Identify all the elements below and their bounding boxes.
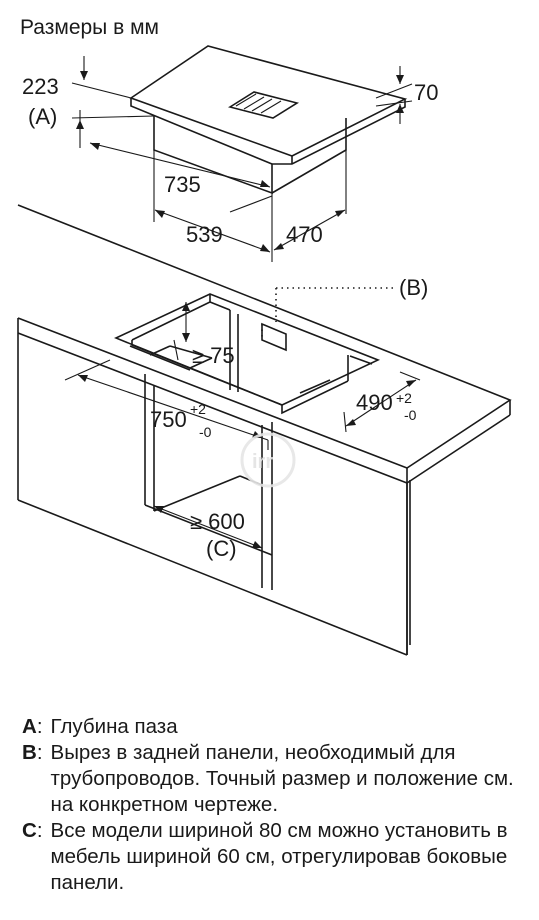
hob-dimensions (71, 56, 413, 262)
diagram-svg: Размеры в мм (17, 16, 512, 656)
legend-item-a: A: Глубина паза (22, 714, 532, 740)
legend-key-c: C (22, 819, 37, 842)
dim-490-sub: -0 (404, 407, 417, 423)
dim-470-label: 470 (286, 222, 323, 247)
legend: A: Глубина паза B: Вырез в задней панели… (22, 714, 532, 896)
dim-539-label: 539 (186, 222, 223, 247)
dim-600-label: ≥ 600 (190, 509, 245, 534)
dim-750-sub: -0 (199, 424, 212, 440)
dim-a-label: (A) (28, 104, 57, 129)
dim-750-sup: +2 (190, 401, 206, 417)
dim-223-label: 223 (22, 74, 59, 99)
legend-item-b: B: Вырез в задней панели, необходимый дл… (22, 740, 532, 818)
diagram-title: Размеры в мм (20, 16, 159, 39)
dim-490-sup: +2 (396, 390, 412, 406)
legend-key-a: A (22, 715, 37, 738)
legend-text-b: Вырез в задней панели, необходимый для т… (50, 741, 514, 816)
dim-490-label: 490 (356, 390, 393, 415)
dim-75-label: ≥ 75 (192, 343, 235, 368)
legend-text-c: Все модели шириной 80 см можно установит… (50, 819, 508, 894)
cabinet-dimensions (64, 287, 421, 549)
watermark-logo: irr (240, 432, 296, 488)
legend-key-b: B (22, 741, 37, 764)
dimension-diagram: Размеры в мм (17, 16, 512, 656)
dim-750-label: 750 (150, 407, 187, 432)
svg-text:irr: irr (252, 451, 273, 473)
hob-drawing (129, 45, 408, 195)
ref-b-label: (B) (399, 275, 428, 300)
dim-70-label: 70 (414, 80, 438, 105)
cabinet-drawing (17, 204, 512, 656)
ref-c-label: (C) (206, 536, 237, 561)
legend-item-c: C: Все модели шириной 80 см можно устано… (22, 818, 532, 896)
dim-735-label: 735 (164, 172, 201, 197)
legend-text-a: Глубина паза (50, 715, 178, 738)
